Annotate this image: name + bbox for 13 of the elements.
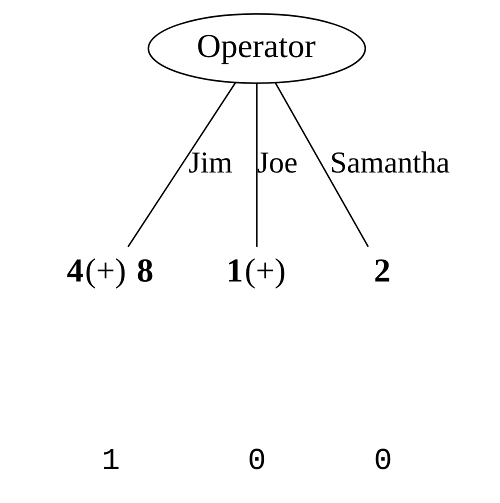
label: 0 — [248, 445, 266, 480]
connector — [256, 82, 258, 247]
edge-label: Jim — [188, 146, 232, 180]
node-text: 1(+) — [226, 252, 286, 290]
node-text: 4(+) 8 — [66, 252, 154, 290]
edge-label: Samantha — [330, 146, 450, 180]
node-ellipse: Operator — [148, 13, 366, 84]
label: 1 — [102, 445, 120, 480]
node-text: 2 — [374, 252, 391, 290]
connector — [127, 82, 236, 248]
edge-label: Joe — [257, 146, 298, 180]
connector — [274, 82, 369, 248]
label: 0 — [374, 445, 392, 480]
